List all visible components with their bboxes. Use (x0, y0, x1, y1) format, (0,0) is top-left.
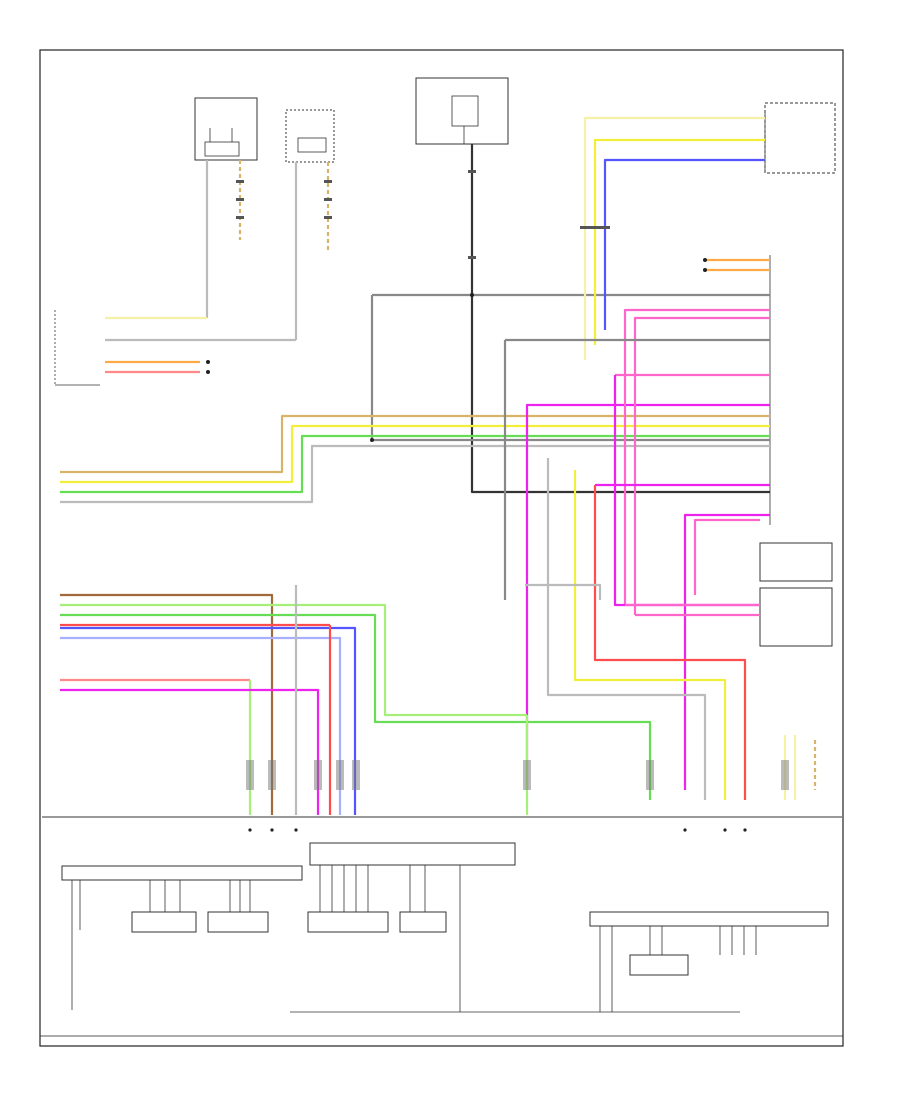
component-right-rear-lamp (285, 109, 335, 163)
component-fuse-relay (415, 77, 509, 145)
junction-dots (206, 258, 747, 832)
wire-harness (60, 116, 817, 815)
bottom-component-2 (207, 880, 269, 933)
component-left-front-module (759, 587, 833, 647)
bottom-center-connector (307, 842, 516, 1012)
bottom-left-connector (61, 865, 303, 1010)
connector-left-block (54, 310, 100, 386)
connector-ticks (236, 170, 789, 790)
component-left-rear-lamp (194, 97, 258, 161)
bottom-right-connector (589, 911, 829, 1012)
component-headlamp-leveling (759, 542, 833, 582)
diagram-frame (39, 49, 844, 1047)
bottom-component-1 (131, 880, 197, 933)
component-left-rear-module (764, 102, 836, 174)
